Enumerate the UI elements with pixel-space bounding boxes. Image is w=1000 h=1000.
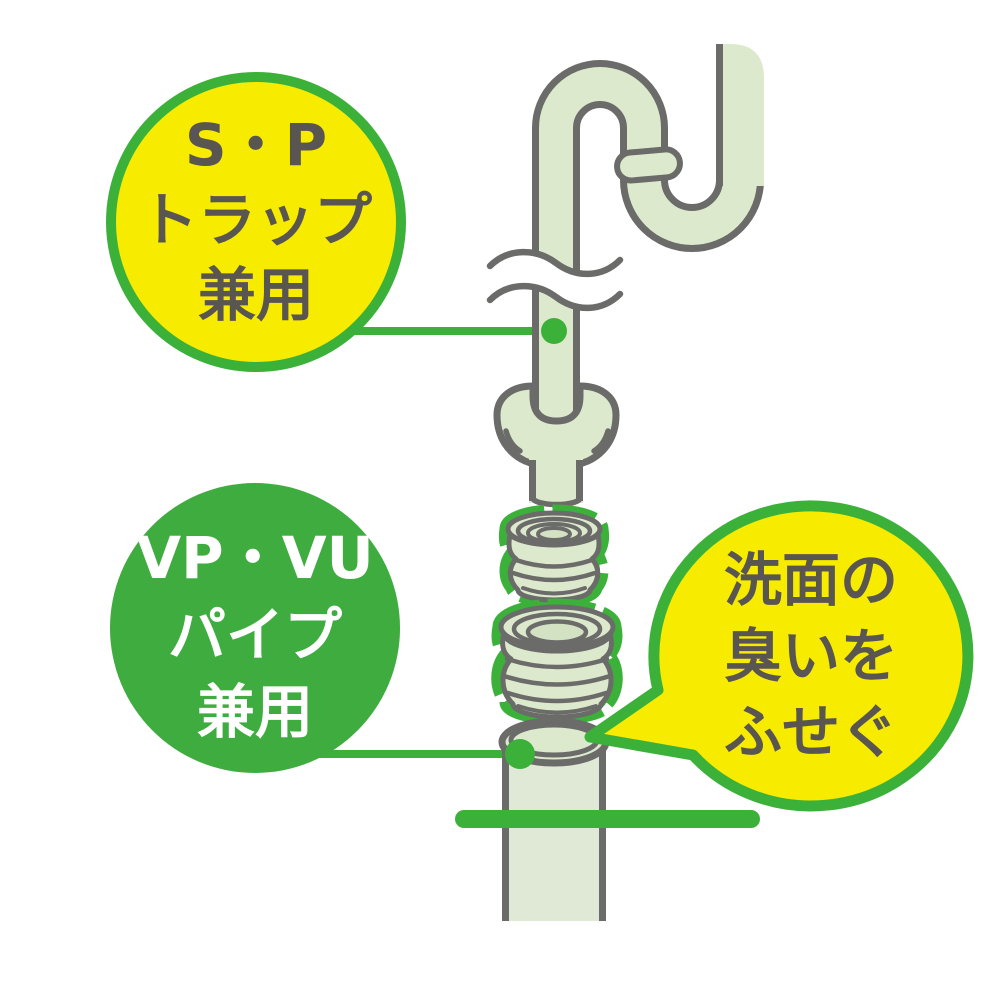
pipe-break-gap — [490, 252, 620, 308]
break-wave-top — [486, 248, 624, 278]
vp-callout-dot — [505, 739, 535, 769]
floor-line — [455, 810, 760, 828]
flange-shade-right — [591, 428, 611, 454]
upper-gasket-hole — [536, 526, 572, 542]
upper-gasket-rib-2 — [510, 570, 598, 583]
tailpipe-end-arc — [530, 495, 583, 508]
sp-callout-dot — [541, 318, 567, 344]
lower-gasket-body — [500, 630, 614, 720]
lower-gasket-bottom-arc — [516, 704, 598, 715]
riser-pipe-fill — [716, 44, 764, 186]
speech-bubble — [584, 500, 974, 812]
lower-gasket-hole — [525, 619, 589, 645]
coupling-nut — [614, 146, 683, 184]
lower-gasket-adapter — [491, 598, 623, 725]
pipe-break-marks — [486, 248, 624, 312]
lower-gasket-rib-1 — [504, 656, 610, 670]
wall-flange — [493, 382, 620, 508]
lower-gasket-rib-3 — [505, 690, 609, 704]
upper-gasket-adapter — [498, 504, 610, 608]
floor-pipe-body — [502, 742, 606, 921]
tailpipe-fill — [529, 456, 583, 503]
upper-gasket-bottom-arc — [521, 586, 587, 596]
s-trap-pipe — [532, 44, 764, 503]
badge-vp-vu — [110, 483, 400, 773]
badge-sp-trap — [106, 72, 406, 372]
lower-gasket-rib-2 — [501, 673, 613, 687]
upper-gasket-rib-1 — [513, 557, 595, 569]
flange-body — [493, 382, 620, 468]
break-wave-bottom — [486, 282, 624, 312]
flange-shade-left — [503, 428, 523, 454]
